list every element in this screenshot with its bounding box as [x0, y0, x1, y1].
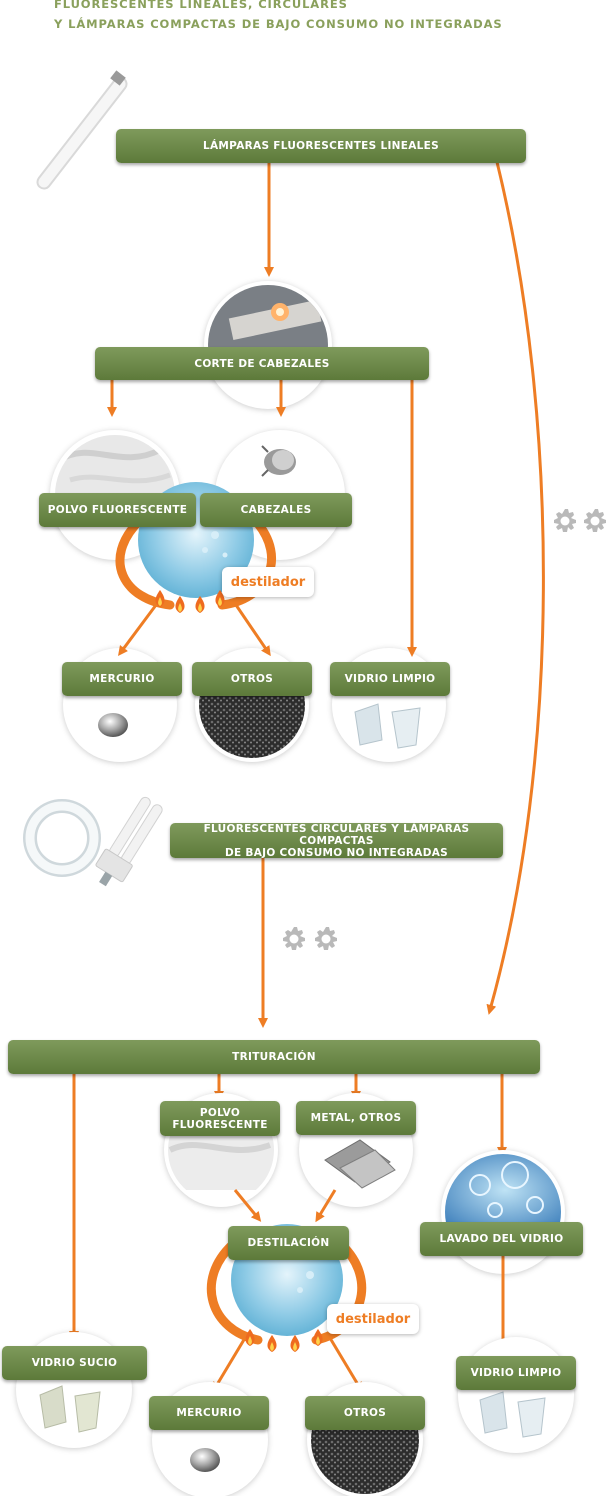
box-circular-compact-line-2: DE BAJO CONSUMO NO INTEGRADAS [224, 846, 449, 859]
page-header: FLUORESCENTES LINEALES, CIRCULARES Y LÁM… [54, 0, 503, 34]
still-tag-2: destilador [327, 1304, 419, 1334]
box-others: OTROS [192, 662, 312, 696]
box-powder-line-1: POLVO [199, 1106, 241, 1119]
box-lamp-heads: CABEZALES [200, 493, 352, 527]
box-circular-compact-line-1: FLUORESCENTES CIRCULARES Y LÁMPARAS COMP… [203, 822, 470, 847]
linear-tube-icon [36, 70, 128, 190]
box-mercury: MERCURIO [62, 662, 182, 696]
box-glass-washing: LAVADO DEL VIDRIO [420, 1222, 583, 1256]
box-clean-glass: VIDRIO LIMPIO [330, 662, 450, 696]
box-crushing: TRITURACIÓN [8, 1040, 540, 1074]
circular-tube-icon [23, 799, 101, 877]
lamp-head-icon [261, 445, 296, 477]
box-fluorescent-powder: POLVO FLUORESCENTE [39, 493, 196, 527]
metal-scrap-icon [324, 1139, 396, 1189]
box-metal-others: METAL, OTROS [296, 1101, 416, 1135]
header-line-1: FLUORESCENTES LINEALES, CIRCULARES [54, 0, 348, 11]
box-others-2: OTROS [305, 1396, 425, 1430]
glass-shards-icon [479, 1391, 546, 1438]
box-head-cutting: CORTE DE CABEZALES [95, 347, 429, 380]
gear-icon [283, 927, 337, 950]
box-powder-line-2: FLUORESCENTE [172, 1118, 268, 1131]
header-line-2: Y LÁMPARAS COMPACTAS DE BAJO CONSUMO NO … [54, 17, 503, 31]
box-mercury-2: MERCURIO [149, 1396, 269, 1430]
box-circular-compact-lamps: FLUORESCENTES CIRCULARES Y LÁMPARAS COMP… [170, 822, 503, 859]
gear-icon [554, 509, 606, 532]
box-distillation: DESTILACIÓN [228, 1226, 349, 1260]
dirty-glass-icon [39, 1385, 101, 1433]
box-dirty-glass: VIDRIO SUCIO [2, 1346, 147, 1380]
compact-lamp-icon [95, 796, 163, 887]
box-fluorescent-powder-2: POLVO FLUORESCENTE [160, 1101, 280, 1136]
glass-shards-icon [354, 703, 421, 749]
water-bubbles-icon [445, 1154, 561, 1230]
box-linear-lamps: LÁMPARAS FLUORESCENTES LINEALES [116, 129, 526, 163]
still-tag: destilador [222, 567, 314, 597]
box-clean-glass-2: VIDRIO LIMPIO [456, 1356, 576, 1390]
